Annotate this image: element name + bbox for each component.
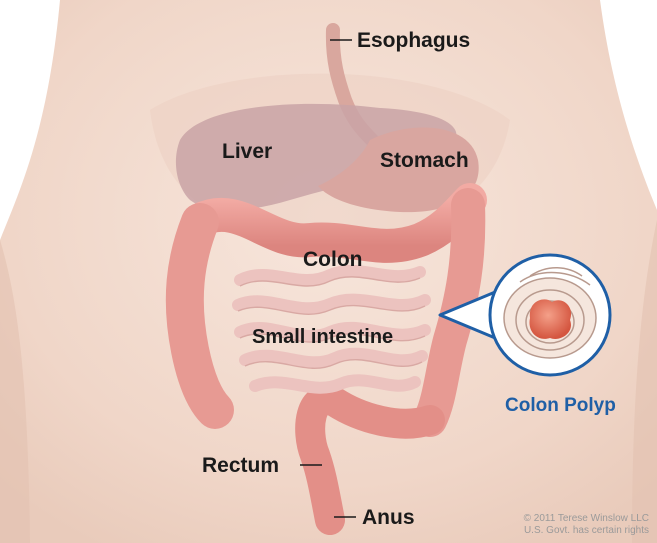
label-liver: Liver bbox=[222, 141, 272, 162]
copyright-credit: © 2011 Terese Winslow LLC U.S. Govt. has… bbox=[524, 513, 649, 537]
label-colon: Colon bbox=[303, 249, 362, 270]
credit-line-2: U.S. Govt. has certain rights bbox=[524, 525, 649, 537]
label-rectum: Rectum bbox=[202, 455, 279, 476]
colon-polyp bbox=[530, 299, 572, 339]
credit-line-1: © 2011 Terese Winslow LLC bbox=[524, 513, 649, 525]
label-small-intestine: Small intestine bbox=[252, 327, 393, 347]
label-esophagus: Esophagus bbox=[357, 30, 470, 51]
label-colon-polyp: Colon Polyp bbox=[505, 396, 616, 415]
label-stomach: Stomach bbox=[380, 150, 469, 171]
label-anus: Anus bbox=[362, 507, 415, 528]
